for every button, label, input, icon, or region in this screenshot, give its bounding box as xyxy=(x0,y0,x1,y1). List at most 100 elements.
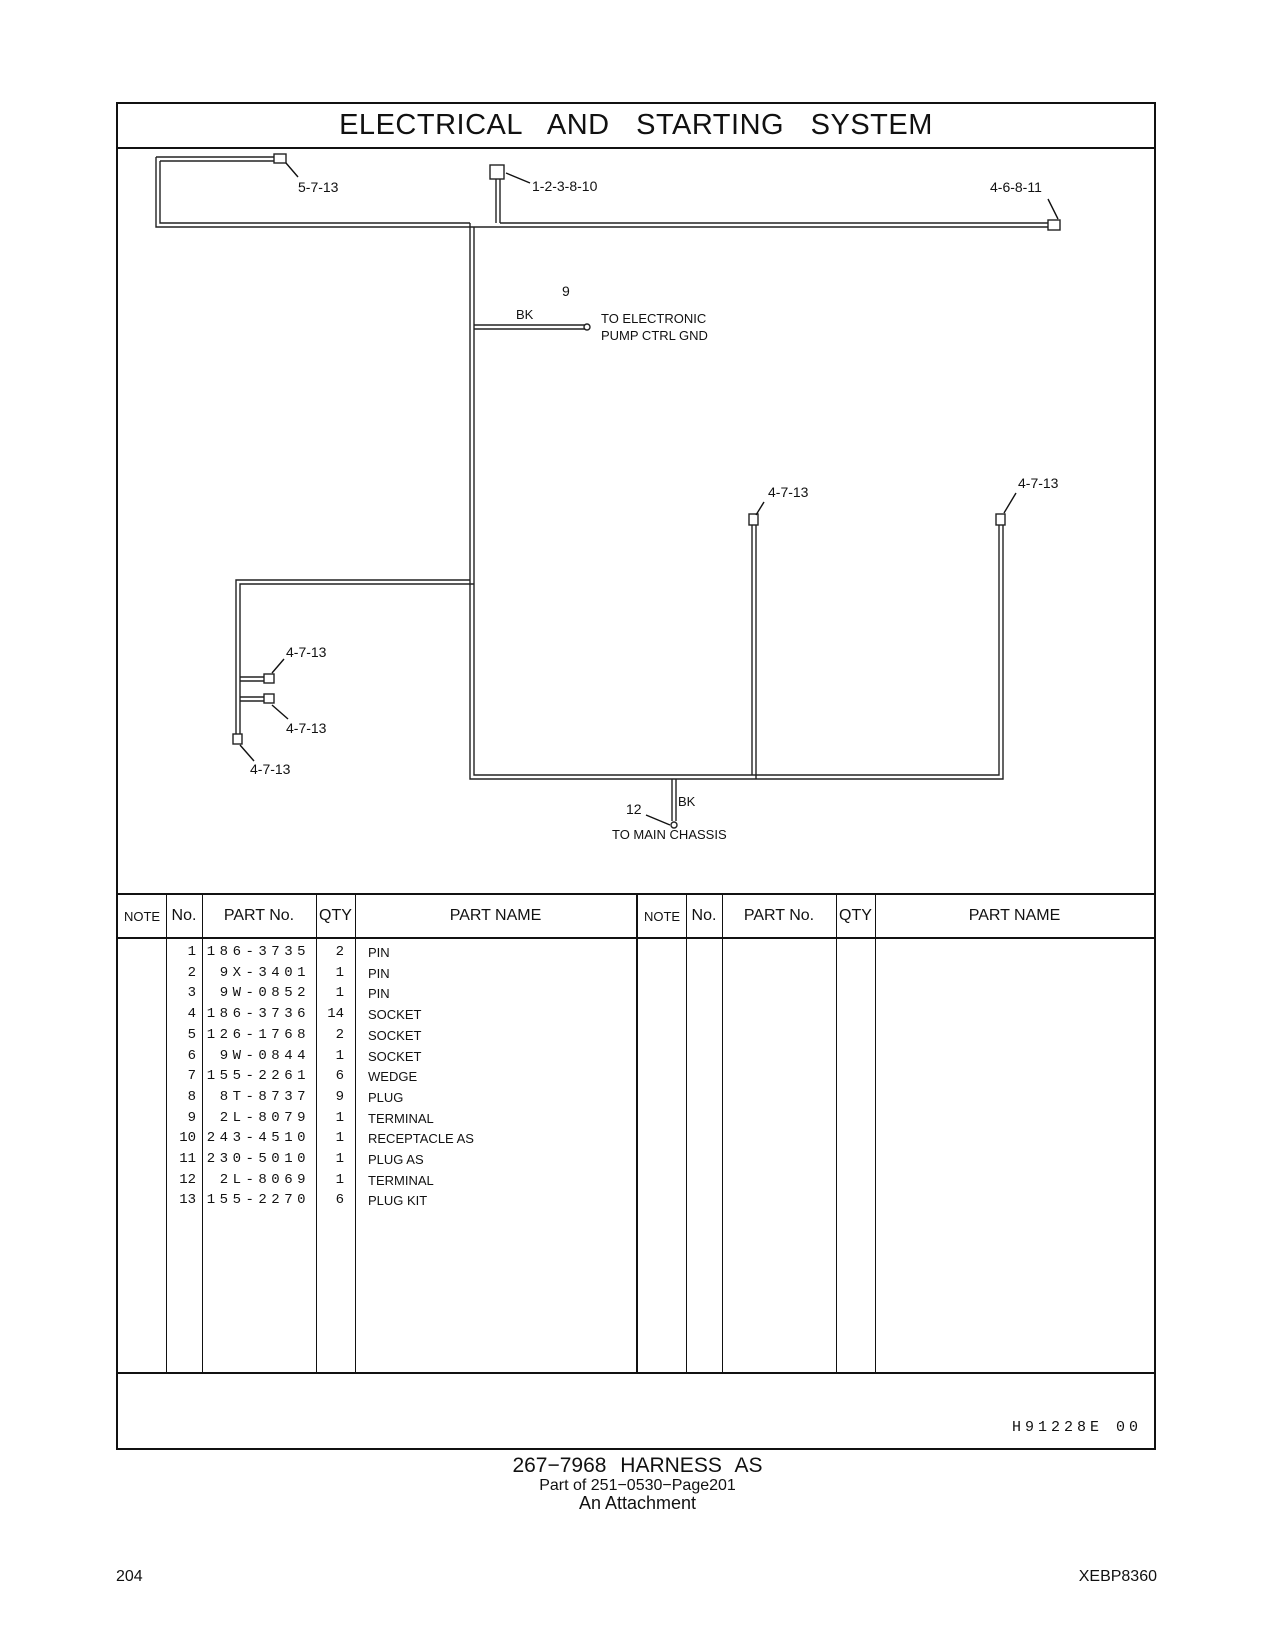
drawing-code: H91228E 00 xyxy=(1011,1419,1142,1436)
branch-chassis xyxy=(671,779,677,821)
row-number: 2 xyxy=(187,964,196,981)
harness-diagram: 5-7-13 1-2-3-8-10 4-6-8-11 9 BK TO ELECT… xyxy=(155,153,1061,842)
row-number: 3 xyxy=(187,985,196,1002)
row-part-name: SOCKET xyxy=(368,1027,422,1043)
header-no: No. xyxy=(171,907,197,924)
connector-mid-right-a xyxy=(748,513,759,526)
row-part-name: PIN xyxy=(368,965,390,981)
row-number: 8 xyxy=(187,1088,196,1105)
row-part-number: 155-2261 xyxy=(206,1068,310,1085)
row-part-number: 2L-8079 xyxy=(219,1109,310,1126)
trunk-top-inner xyxy=(159,161,1058,224)
row-quantity: 6 xyxy=(335,1068,344,1085)
col-rule xyxy=(875,894,876,1374)
row-number: 4 xyxy=(187,1006,196,1023)
row-part-number: 9X-3401 xyxy=(219,964,310,981)
row-part-name: PLUG xyxy=(368,1089,404,1105)
row-quantity: 1 xyxy=(335,1171,344,1188)
diagram-labels: 5-7-13 1-2-3-8-10 4-6-8-11 9 BK TO ELECT… xyxy=(250,178,1059,842)
row-part-name: PLUG AS xyxy=(368,1152,424,1167)
row-quantity: 1 xyxy=(335,985,344,1002)
table-row: 8 8T-8737 9 PLUG xyxy=(118,1087,636,1108)
header-part-name-2: PART NAME xyxy=(968,907,1061,924)
page-title: ELECTRICAL AND STARTING SYSTEM xyxy=(339,109,933,141)
row-part-number: 8T-8737 xyxy=(219,1088,310,1105)
row-quantity: 1 xyxy=(335,1109,344,1126)
row-part-name: RECEPTACLE AS xyxy=(368,1131,474,1147)
col-rule xyxy=(636,894,638,1374)
label-left-b: 4-7-13 xyxy=(286,720,327,736)
connector-top-left xyxy=(273,153,287,164)
label-top-mid: 1-2-3-8-10 xyxy=(532,178,598,194)
row-quantity: 9 xyxy=(335,1088,344,1105)
table-row: 11 230-5010 1 PLUG AS xyxy=(118,1149,636,1170)
row-part-number: 230-5010 xyxy=(206,1151,310,1167)
label-chassis-number: 12 xyxy=(626,801,642,817)
row-part-number: 126-1768 xyxy=(206,1026,310,1043)
branch-top-mid xyxy=(495,179,501,223)
row-quantity: 2 xyxy=(335,1026,344,1043)
row-quantity: 2 xyxy=(335,944,344,960)
terminal-chassis xyxy=(670,821,678,829)
row-quantity: 1 xyxy=(335,1151,344,1167)
col-rule xyxy=(202,894,203,1374)
row-part-name: PIN xyxy=(368,986,390,1002)
row-part-number: 186-3735 xyxy=(206,944,310,960)
branch-mid-right xyxy=(751,521,757,779)
col-rule xyxy=(722,894,723,1374)
row-quantity: 1 xyxy=(335,964,344,981)
row-number: 10 xyxy=(179,1130,196,1147)
label-ground-line2: PUMP CTRL GND xyxy=(601,328,708,343)
row-number: 12 xyxy=(179,1171,196,1188)
row-part-number: 186-3736 xyxy=(206,1006,310,1023)
row-part-name: PIN xyxy=(368,945,390,960)
header-part-name: PART NAME xyxy=(449,907,542,924)
label-top-left: 5-7-13 xyxy=(298,179,339,195)
connectors xyxy=(232,153,1061,829)
row-part-name: TERMINAL xyxy=(368,1172,434,1188)
page-number: 204 xyxy=(116,1568,143,1585)
document-code: XEBP8360 xyxy=(1078,1568,1157,1585)
connector-top-mid xyxy=(489,164,505,180)
caption-main: 267−7968 HARNESS AS xyxy=(512,1454,763,1477)
row-part-name: SOCKET xyxy=(368,1048,422,1064)
terminal-ground xyxy=(583,323,591,331)
header-part-no-2: PART No. xyxy=(743,907,815,924)
table-row: 2 9X-3401 1 PIN xyxy=(118,963,636,984)
label-ground-wire: BK xyxy=(516,307,534,322)
connector-top-right xyxy=(1047,219,1061,231)
branch-ground xyxy=(474,324,585,330)
label-top-right: 4-6-8-11 xyxy=(990,179,1042,195)
col-rule xyxy=(166,894,167,1374)
label-ground-line1: TO ELECTRONIC xyxy=(601,311,706,326)
row-number: 11 xyxy=(179,1151,196,1167)
header-note-2: NOTE xyxy=(643,908,681,924)
label-chassis-text: TO MAIN CHASSIS xyxy=(612,827,727,842)
header-no-2: No. xyxy=(691,907,717,924)
header-qty: QTY xyxy=(319,907,352,924)
row-number: 13 xyxy=(179,1192,196,1209)
label-chassis-wire: BK xyxy=(678,794,696,809)
harness-wires xyxy=(155,156,1058,821)
label-mid-right-a: 4-7-13 xyxy=(768,484,809,500)
row-quantity: 1 xyxy=(335,1047,344,1064)
title-bar: ELECTRICAL AND STARTING SYSTEM xyxy=(118,104,1154,149)
connector-left-a xyxy=(263,673,275,684)
branch-top-left xyxy=(156,156,278,162)
connector-mid-right-b xyxy=(995,513,1006,526)
branch-left xyxy=(235,579,474,739)
row-quantity: 6 xyxy=(335,1192,344,1209)
table-bottom-rule xyxy=(118,1372,1154,1374)
row-part-name: SOCKET xyxy=(368,1007,422,1023)
caption-sub2: An Attachment xyxy=(578,1493,697,1513)
col-rule xyxy=(686,894,687,1374)
row-number: 9 xyxy=(187,1109,196,1126)
row-part-number: 9W-0844 xyxy=(219,1047,310,1064)
col-rule xyxy=(836,894,837,1374)
